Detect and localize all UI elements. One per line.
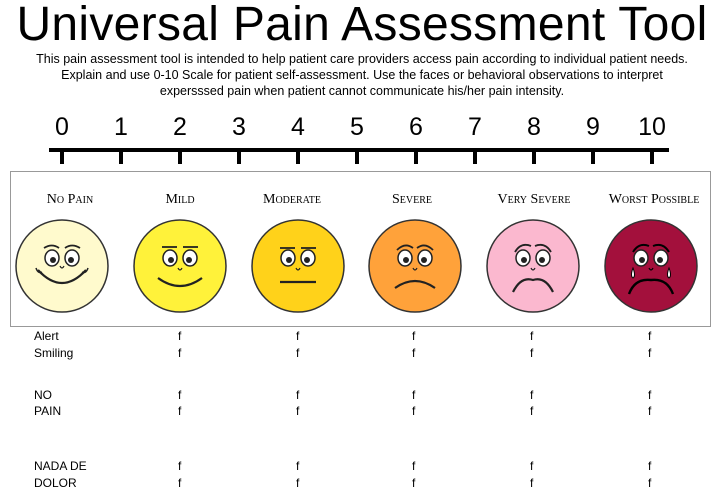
scale-tick (650, 150, 654, 164)
row-marker: f (648, 388, 652, 402)
scale-tick (60, 150, 64, 164)
row-label: Smiling (34, 346, 74, 360)
row-marker: f (296, 404, 300, 418)
face-label-severe: Severe (391, 192, 432, 207)
scale-tick (532, 150, 536, 164)
scale-tick (237, 150, 241, 164)
scale-number-8: 8 (527, 113, 541, 141)
row-marker: f (412, 329, 416, 343)
scale-number-6: 6 (409, 113, 423, 141)
row-marker: f (530, 329, 534, 343)
row-marker: f (530, 346, 534, 360)
scale-tick (296, 150, 300, 164)
row-marker: f (412, 476, 416, 490)
row-marker: f (178, 404, 182, 418)
row-marker: f (530, 476, 534, 490)
face-worst-possible-icon (603, 218, 699, 314)
face-label-mild: Mild (165, 192, 195, 207)
face-severe-icon (367, 218, 463, 314)
scale-tick (591, 150, 595, 164)
row-marker: f (412, 459, 416, 473)
scale-number-0: 0 (55, 113, 69, 141)
face-moderate-icon (250, 218, 346, 314)
scale-tick (355, 150, 359, 164)
row-marker: f (530, 459, 534, 473)
scale-tick (178, 150, 182, 164)
row-marker: f (296, 329, 300, 343)
scale-number-3: 3 (232, 113, 246, 141)
row-marker: f (178, 329, 182, 343)
row-marker: f (296, 476, 300, 490)
row-marker: f (178, 346, 182, 360)
row-label: Alert (34, 329, 59, 343)
face-label-no-pain: No Pain (46, 192, 94, 207)
row-label: NO (34, 388, 52, 402)
scale-tick (473, 150, 477, 164)
row-marker: f (412, 404, 416, 418)
faces-panel (10, 171, 711, 327)
face-label-moderate: Moderate (263, 192, 321, 207)
row-marker: f (178, 459, 182, 473)
face-label-worst-possible: Worst Possible (608, 192, 700, 207)
page-title: Universal Pain Assessment Tool (16, 0, 708, 51)
row-marker: f (178, 388, 182, 402)
scale-number-7: 7 (468, 113, 482, 141)
row-marker: f (648, 404, 652, 418)
scale-number-4: 4 (291, 113, 305, 141)
scale-line (49, 148, 669, 152)
row-label: NADA DE (34, 459, 87, 473)
row-marker: f (412, 346, 416, 360)
scale-number-5: 5 (350, 113, 364, 141)
scale-number-9: 9 (586, 113, 600, 141)
row-marker: f (648, 329, 652, 343)
scale-number-10: 10 (638, 113, 666, 141)
face-no-pain-icon (14, 218, 110, 314)
scale-tick (414, 150, 418, 164)
row-marker: f (296, 346, 300, 360)
row-marker: f (178, 476, 182, 490)
face-mild-icon (132, 218, 228, 314)
row-marker: f (412, 388, 416, 402)
row-marker: f (648, 346, 652, 360)
row-marker: f (296, 388, 300, 402)
row-marker: f (296, 459, 300, 473)
scale-number-2: 2 (173, 113, 187, 141)
intro-line-3: expersssed pain when patient cannot comm… (159, 84, 565, 98)
face-label-very-severe: Very Severe (497, 192, 571, 207)
intro-line-1: This pain assessment tool is intended to… (36, 52, 688, 66)
row-label: PAIN (34, 404, 62, 418)
scale-tick (119, 150, 123, 164)
row-marker: f (648, 459, 652, 473)
row-marker: f (648, 476, 652, 490)
intro-line-2: Explain and use 0-10 Scale for patient s… (61, 68, 663, 82)
face-very-severe-icon (485, 218, 581, 314)
scale-number-1: 1 (114, 113, 128, 141)
row-marker: f (530, 388, 534, 402)
row-marker: f (530, 404, 534, 418)
row-label: DOLOR (34, 476, 77, 490)
